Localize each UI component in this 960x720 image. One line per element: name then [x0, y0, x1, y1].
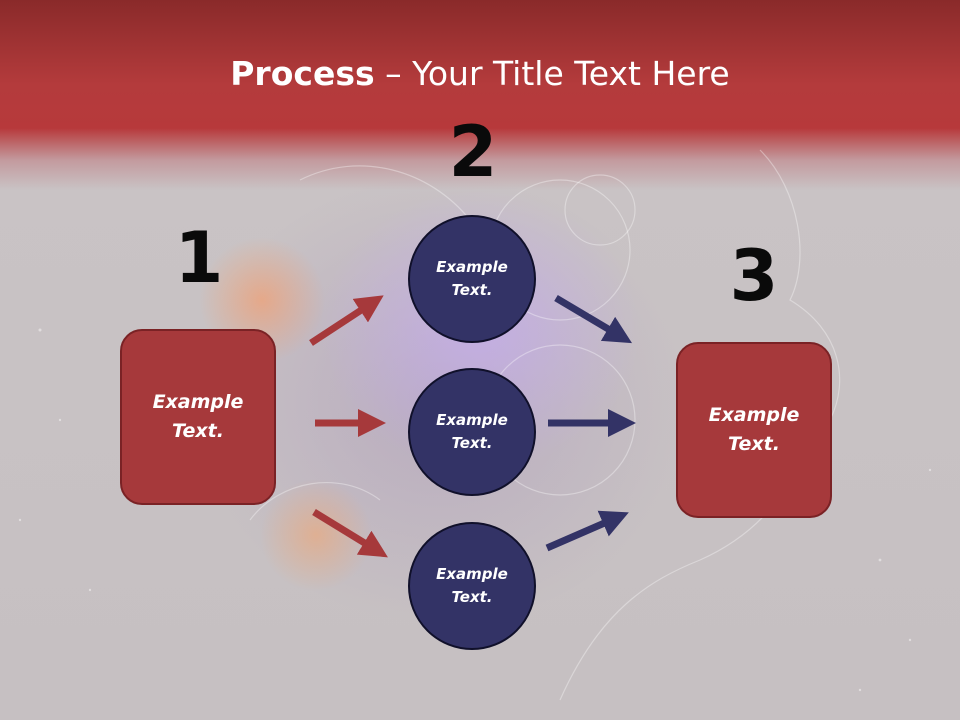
middle-node-center-label: Example Text.: [436, 411, 508, 452]
middle-node-top[interactable]: Example Text.: [408, 215, 536, 343]
slide-title: Process – Your Title Text Here: [0, 52, 960, 96]
title-rest-text: – Your Title Text Here: [374, 54, 730, 93]
middle-node-bottom-label: Example Text.: [436, 565, 508, 606]
middle-node-top-label: Example Text.: [436, 258, 508, 299]
middle-node-center[interactable]: Example Text.: [408, 368, 536, 496]
step-3-label: Example Text.: [708, 404, 800, 455]
step-number-2: 2: [448, 111, 498, 193]
step-1-box[interactable]: Example Text.: [120, 329, 276, 505]
arrow-navy-up: [545, 510, 629, 552]
arrow-red-up: [309, 295, 384, 346]
step-3-box[interactable]: Example Text.: [676, 342, 832, 518]
step-1-label: Example Text.: [152, 391, 244, 442]
arrow-red-down: [312, 509, 388, 558]
arrow-navy-down: [554, 294, 633, 344]
step-number-1: 1: [174, 217, 224, 299]
header-band: [0, 0, 960, 190]
step-number-3: 3: [729, 235, 779, 317]
title-bold-text: Process: [230, 54, 375, 93]
middle-node-bottom[interactable]: Example Text.: [408, 522, 536, 650]
